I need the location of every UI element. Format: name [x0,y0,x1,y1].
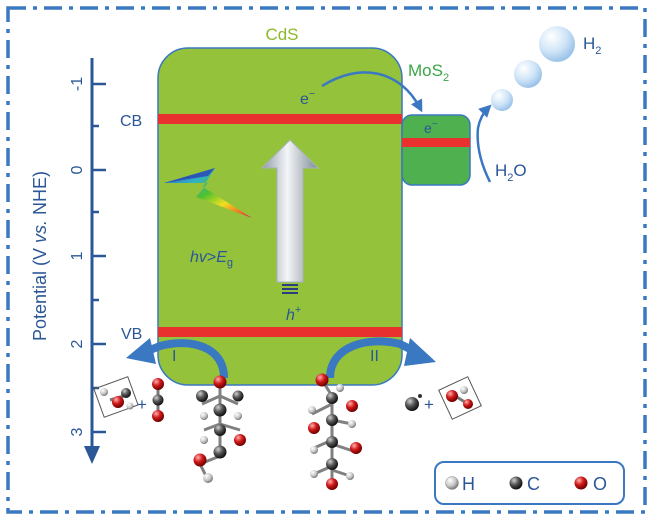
hole-label: h+ [286,304,301,324]
legend-box [434,461,625,505]
tick-label: 1 [69,251,86,260]
potential-axis: -1 0 1 2 3 Potential (V vs. NHE) [30,58,106,464]
conduction-band [158,114,402,124]
electron-label-mos2: e− [424,119,438,136]
valence-band [158,327,402,337]
legend-hydrogen-icon [445,476,459,490]
pathway-two-label: II [370,348,379,365]
light-bolt-icon [164,168,252,218]
axis-title: Potential (V vs. NHE) [30,171,50,341]
pathway-one-label: I [172,348,176,365]
h2o-label: H2O [495,161,527,184]
legend-label-hydrogen: H [462,474,475,494]
reactant-molecule-two [308,373,362,490]
pathway-two-arrow [326,337,414,379]
right-product-radical [405,394,422,411]
axis-arrowhead [84,446,100,464]
excitation-label: hv>Eg [190,249,233,269]
cds-label: CdS [265,25,298,44]
electron-label-cds: e− [300,88,315,108]
tick-label: -1 [69,77,86,91]
legend-label-oxygen: O [593,474,607,494]
right-product-molecule [438,376,482,420]
legend-carbon-icon [509,476,523,490]
reactant-molecule-one [193,375,246,483]
legend-oxygen-icon [574,476,588,490]
pathway-two-arrowhead [404,338,436,366]
atom-legend: H C O [434,461,625,505]
left-product-co [152,378,164,422]
plus-sign: + [137,395,147,414]
pathway-one-arrowhead [126,338,156,364]
proton-reduction-arrow [476,104,492,183]
hydrogen-bubbles-icon [491,26,575,111]
electron-transfer-arrow [321,71,423,113]
vb-label: VB [121,326,142,343]
tick-label: 3 [69,427,86,436]
h2-label: H2 [583,34,601,57]
mos2-label: MoS2 [408,61,449,84]
hole-transfer-arrow [260,139,320,294]
tick-label: 0 [69,165,86,174]
tick-label: 2 [69,339,86,348]
mos2-block [401,114,471,186]
left-product-molecule [93,376,139,418]
cb-label: CB [120,113,142,130]
mos2-band [402,138,470,147]
plus-sign-right: + [424,395,434,414]
pathway-one-arrow [148,339,228,379]
legend-label-carbon: C [527,474,540,494]
frame-border [6,6,647,514]
